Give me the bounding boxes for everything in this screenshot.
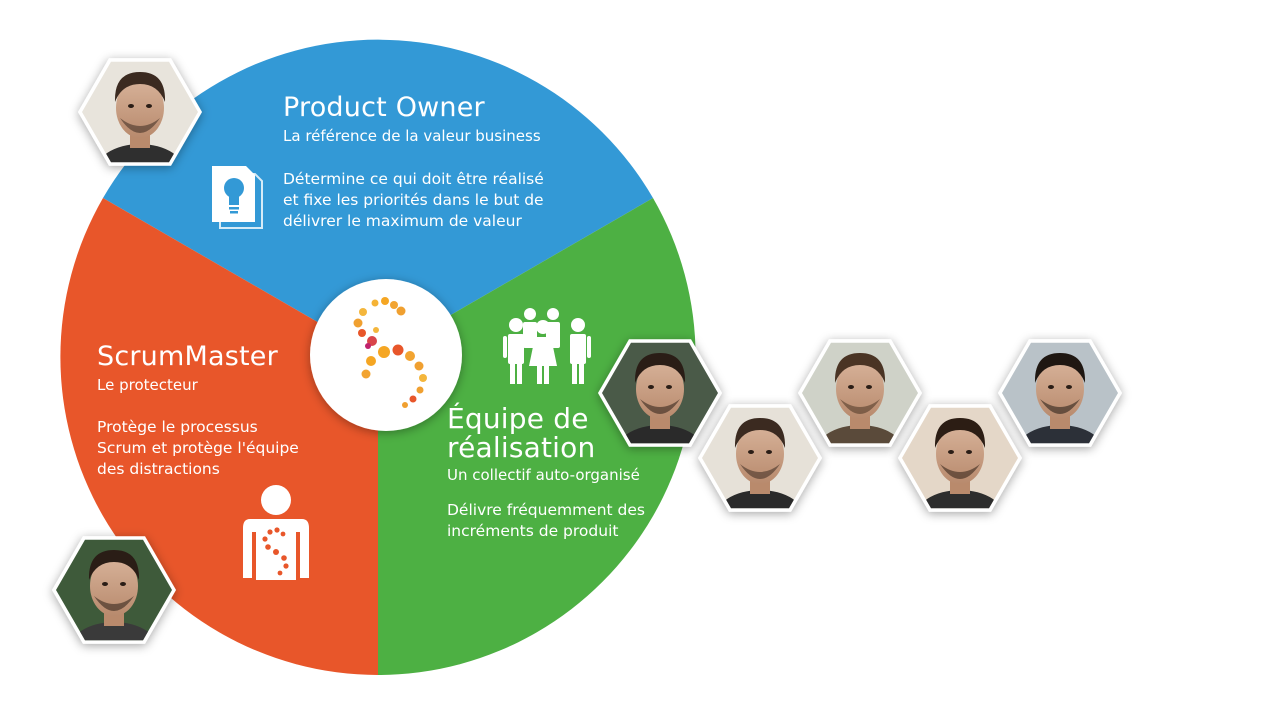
dev-team-description-line: Délivre fréquemment des	[447, 501, 645, 519]
protector-person-icon	[243, 485, 309, 580]
product-owner-subtitle: La référence de la valeur business	[283, 127, 541, 145]
team-member-photo	[798, 339, 922, 447]
product-owner-sector	[103, 39, 653, 358]
scrum-s-logo-icon	[310, 279, 462, 431]
dev-team-title-line: Équipe de	[447, 402, 589, 435]
scrum-master-photo	[52, 536, 176, 644]
dev-team-title-line: réalisation	[447, 431, 596, 465]
scrum-master-description-line: Protège le processus	[97, 418, 258, 436]
team-group-icon	[503, 308, 591, 384]
product-owner-description-line: et fixe les priorités dans le but de	[283, 191, 544, 209]
team-member-photo	[998, 339, 1122, 447]
product-owner-description-line: délivrer le maximum de valeur	[283, 212, 522, 230]
product-owner-title: Product Owner	[283, 92, 485, 123]
scrum-master-description-line: des distractions	[97, 460, 220, 478]
team-member-photo	[598, 339, 722, 447]
dev-team-description-line: incréments de produit	[447, 522, 619, 540]
product-owner-description: Détermine ce qui doit être réalisé et fi…	[283, 169, 544, 232]
team-member-photo	[698, 404, 822, 512]
scrum-master-title: ScrumMaster	[97, 341, 278, 372]
scrum-master-description-line: Scrum et protège l'équipe	[97, 439, 299, 457]
dev-team-description: Délivre fréquemment des incréments de pr…	[447, 500, 645, 542]
scrum-master-description: Protège le processus Scrum et protège l'…	[97, 417, 299, 480]
lightbulb-document-icon	[212, 166, 263, 229]
scrum-master-subtitle: Le protecteur	[97, 376, 198, 394]
product-owner-description-line: Détermine ce qui doit être réalisé	[283, 170, 544, 188]
dev-team-sector	[378, 198, 696, 675]
team-member-photo	[898, 404, 1022, 512]
dev-team-subtitle: Un collectif auto-organisé	[447, 466, 640, 484]
dev-team-title: Équipe de réalisation	[447, 404, 595, 463]
product-owner-photo	[78, 58, 202, 166]
